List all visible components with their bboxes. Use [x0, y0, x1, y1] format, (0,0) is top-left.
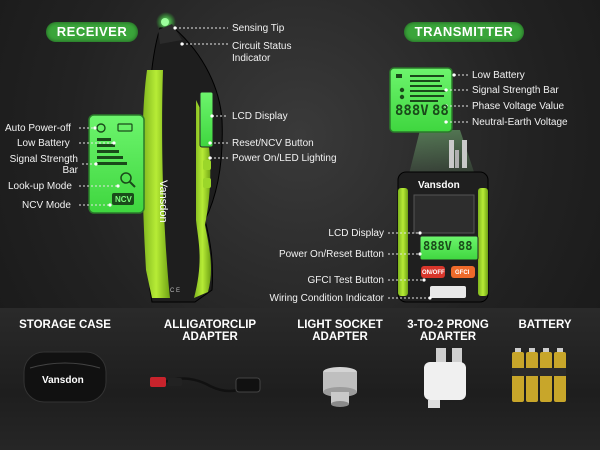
callout-tx-lcd-display: LCD Display: [328, 228, 384, 239]
lcd-neutral-digits: 88: [458, 239, 473, 253]
on-off-label[interactable]: ON/OFF: [422, 270, 445, 276]
zoom-phase-digits: 888V: [395, 103, 429, 119]
prong-adapter-image: [424, 348, 466, 408]
auto-power-off-icon: [96, 123, 106, 133]
transmitter-device: [397, 130, 489, 303]
wiring-condition-indicator: [430, 286, 466, 298]
zoom-neutral-digits: 88: [432, 103, 449, 119]
callout-tx-power-reset: Power On/Reset Button: [278, 249, 384, 260]
light-socket-image: [323, 367, 357, 407]
receiver-device: C E: [142, 12, 223, 303]
receiver-power-button: [203, 178, 211, 188]
callout-power-led: Power On/LED Lighting: [232, 153, 337, 164]
transmitter-brand: Vansdon: [418, 180, 460, 191]
ncv-badge: NCV: [115, 195, 132, 204]
callout-circuit-status-2: Indicator: [232, 53, 271, 64]
callout-sensing-tip: Sensing Tip: [232, 23, 285, 34]
callout-tx-low-battery: Low Battery: [472, 70, 525, 81]
label-low-battery: Low Battery: [17, 138, 70, 149]
callout-circuit-status-1: Circuit Status: [232, 41, 292, 52]
callout-reset-ncv: Reset/NCV Button: [232, 138, 314, 149]
receiver-brand: Vansdon: [157, 180, 169, 223]
svg-text:C E: C E: [170, 288, 180, 294]
receiver-zoom-screen: [88, 114, 145, 214]
label-ncv-mode: NCV Mode: [22, 200, 71, 211]
callout-tx-signal-strength: Signal Strength Bar: [472, 85, 559, 96]
battery-icon: [117, 123, 133, 132]
alligator-clip-image: [150, 377, 261, 393]
case-brand: Vansdon: [42, 375, 84, 386]
callout-lcd-display: LCD Display: [232, 111, 288, 122]
look-up-magnifier-icon: [120, 172, 132, 184]
label-look-up: Look-up Mode: [8, 181, 72, 192]
lcd-phase-digits: 888V: [423, 239, 452, 253]
callout-tx-phase-voltage: Phase Voltage Value: [472, 101, 565, 112]
transmitter-lcd: [419, 235, 479, 261]
transmitter-heading: TRANSMITTER: [404, 22, 524, 42]
receiver-reset-button: [203, 160, 211, 170]
ncv-badge-bg: [112, 193, 134, 205]
receiver-heading: RECEIVER: [46, 22, 138, 42]
signal-strength-bars: [97, 162, 127, 165]
receiver-lcd: [199, 91, 214, 148]
label-auto-power-off: Auto Power-off: [5, 123, 71, 134]
battery-image: [512, 348, 566, 402]
callout-tx-gfci-test: GFCI Test Button: [307, 275, 384, 286]
accessory-storage-case: STORAGE CASE: [19, 319, 111, 331]
callout-lines: [79, 27, 468, 299]
callout-tx-neutral-earth: Neutral-Earth Voltage: [472, 117, 568, 128]
transmitter-gfci-button: [451, 266, 475, 278]
label-signal-strength-1: Signal Strength: [9, 154, 78, 165]
gfci-label[interactable]: GFCI: [455, 270, 470, 276]
storage-case-image: [23, 351, 107, 403]
transmitter-zoom-screen: [389, 67, 453, 133]
accessory-battery: BATTERY: [518, 319, 572, 331]
transmitter-onoff-button: [421, 266, 445, 278]
label-signal-strength-2: Bar: [62, 165, 78, 176]
callout-tx-wiring-condition: Wiring Condition Indicator: [269, 293, 385, 304]
